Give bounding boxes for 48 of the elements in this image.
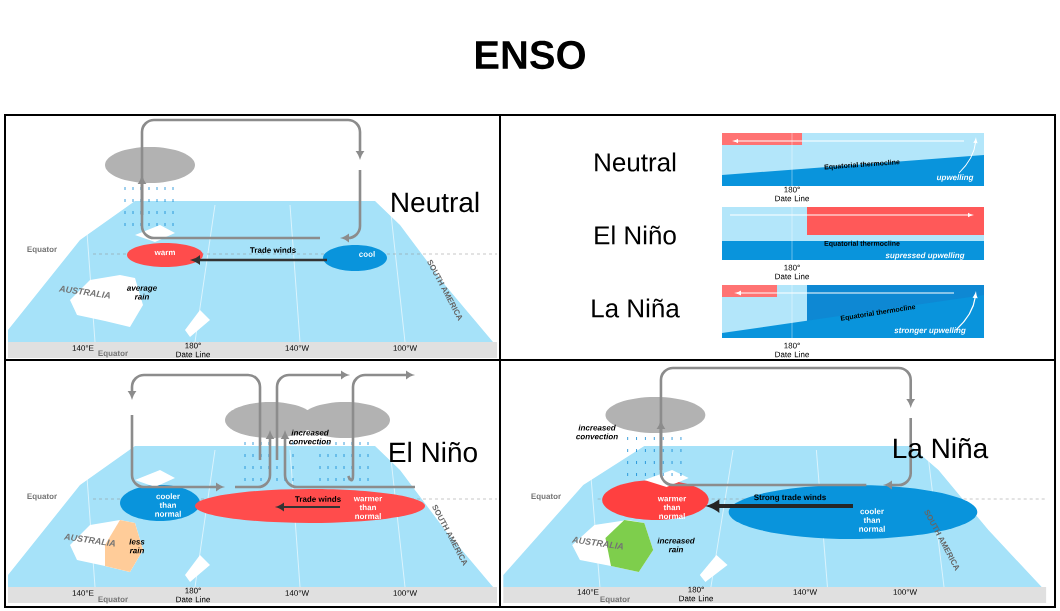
map-label: warm (154, 250, 175, 256)
map-label: Equator (27, 493, 57, 501)
phase-label: El Niño (595, 225, 676, 245)
tick-label: 100°W (393, 590, 418, 596)
map-label: Equator (27, 246, 57, 254)
tick-label: 180° Date Line (775, 342, 809, 358)
map-label: Equator (98, 596, 128, 604)
map-label: Equator (531, 493, 561, 501)
phase-label: Neutral (392, 191, 479, 213)
map-label: cool (359, 251, 375, 257)
map-label: increased convection (576, 424, 618, 440)
map-label: Trade winds (295, 496, 341, 502)
map-label: average rain (126, 286, 157, 300)
map-label: increased convection (289, 429, 331, 445)
phase-label: La Niña (592, 298, 680, 318)
tick-label: 100°W (393, 345, 418, 351)
map-label: AUSTRALIA (63, 533, 115, 547)
map-label: increased rain (657, 537, 695, 553)
tick-label: 180° Date Line (679, 586, 713, 602)
map-label: Equator (98, 350, 128, 358)
phase-label: El Niño (390, 441, 477, 463)
title: ENSO (476, 40, 585, 70)
map-label: AUSTRALIA (571, 536, 623, 550)
map-label: upwelling (936, 174, 974, 182)
tick-label: 140°E (72, 590, 94, 596)
map-label: AUSTRALIA (58, 285, 110, 299)
map-label: Strong trade winds (754, 494, 826, 502)
tick-label: 180° Date Line (176, 342, 210, 358)
tick-label: 140°W (793, 589, 818, 595)
tick-label: 140°E (577, 589, 599, 595)
tick-label: 180° Date Line (775, 186, 809, 202)
map-label: Trade winds (250, 247, 296, 253)
tick-label: 100°W (893, 589, 918, 595)
map-label: warmer than normal (657, 497, 687, 519)
tick-label: 180° Date Line (176, 587, 210, 603)
map-label: less rain (129, 538, 145, 554)
map-label: cooler than normal (155, 493, 181, 517)
map-label: Equator (600, 596, 630, 604)
map-label: supressed upwelling (885, 252, 965, 260)
phase-label: La Niña (894, 437, 989, 459)
map-label: warmer than normal (353, 497, 383, 519)
tick-label: 140°W (285, 345, 310, 351)
phase-label: Neutral (595, 152, 676, 172)
tick-label: 140°E (72, 345, 94, 351)
map-label: cooler than normal (859, 508, 885, 532)
tick-label: 180° Date Line (775, 264, 809, 280)
map-label: stronger upwelling (894, 327, 966, 335)
tick-label: 140°W (285, 590, 310, 596)
